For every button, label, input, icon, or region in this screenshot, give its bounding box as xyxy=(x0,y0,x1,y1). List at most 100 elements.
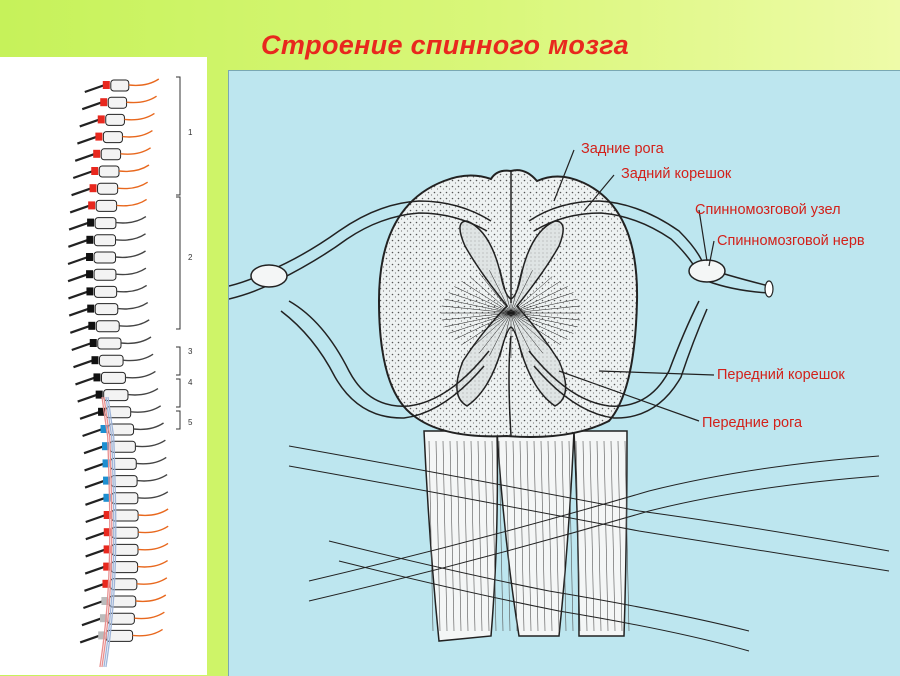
label-anterior-root: Передний корешок xyxy=(717,367,845,383)
spinous-process xyxy=(73,359,94,369)
radiating-fiber xyxy=(499,268,512,314)
spinous-process xyxy=(69,324,91,334)
cauda-equina xyxy=(101,396,113,668)
column-hatch xyxy=(596,440,602,632)
radiating-fiber xyxy=(510,312,574,334)
cord-segment xyxy=(102,579,110,588)
column-hatch xyxy=(561,440,567,632)
nerve-root xyxy=(116,284,148,293)
radiating-fiber xyxy=(448,292,512,314)
spinous-process xyxy=(67,255,89,266)
nerve-root xyxy=(126,95,157,104)
column-hatch xyxy=(519,440,525,632)
spinal-ganglion-right xyxy=(688,259,726,283)
cord-segment xyxy=(98,631,106,640)
column-hatch xyxy=(456,440,462,632)
cord-segment xyxy=(100,425,108,433)
cord-segment xyxy=(102,459,110,468)
column-hatch xyxy=(477,440,483,632)
nerve-root xyxy=(128,78,160,87)
vertebra xyxy=(98,354,124,367)
nerve-root xyxy=(115,250,146,259)
radiating-fiber xyxy=(510,312,533,356)
vertebra xyxy=(102,131,123,144)
spinous-process xyxy=(84,565,106,575)
spinous-process xyxy=(72,169,94,180)
nerve-root xyxy=(124,112,155,121)
radiating-fiber xyxy=(510,270,533,314)
nerve-root xyxy=(137,491,169,499)
cord-segment xyxy=(103,476,111,485)
nerve-root xyxy=(115,216,147,224)
nerve-roots xyxy=(229,200,770,419)
cord-segment xyxy=(87,218,95,227)
nerve-root xyxy=(117,302,149,310)
segment-marker-3: 3 xyxy=(188,347,193,356)
spinous-process xyxy=(77,393,99,403)
spinous-process xyxy=(83,599,104,610)
spinous-process xyxy=(79,118,101,128)
radiating-fiber xyxy=(510,312,523,358)
radiating-fiber xyxy=(444,298,512,314)
cord-segment xyxy=(91,167,99,175)
nerve-root xyxy=(138,525,169,534)
column-hatch xyxy=(554,440,560,632)
cord-segment xyxy=(103,562,111,571)
nerve-root xyxy=(137,560,168,568)
spinous-process xyxy=(74,152,96,162)
radiating-fiber xyxy=(510,286,568,314)
cord-segment xyxy=(99,614,107,623)
cord-segment xyxy=(91,356,99,365)
column-hatch xyxy=(582,440,588,632)
cross-section-drawing xyxy=(229,149,890,652)
label-spinal-ganglion: Спинномозговой узел xyxy=(695,202,841,218)
cord-segment xyxy=(101,597,109,605)
vertebra xyxy=(95,320,120,333)
spinous-process xyxy=(84,582,105,592)
vertebra xyxy=(93,251,117,264)
nerve-root xyxy=(120,336,152,345)
nerve-root xyxy=(135,594,167,603)
nerve-root xyxy=(133,422,164,431)
spinous-process xyxy=(68,290,89,300)
radiating-fiber xyxy=(510,312,561,346)
slide-title-text: Строение спинного мозга xyxy=(261,30,629,60)
radiating-fiber xyxy=(454,312,512,340)
white-matter-columns xyxy=(423,430,630,642)
spinous-process xyxy=(84,83,106,94)
vertebra xyxy=(100,371,126,384)
cauda-equina xyxy=(105,396,117,668)
spinous-process xyxy=(85,548,106,558)
cauda-equina xyxy=(103,396,115,668)
column-hatch xyxy=(624,440,630,632)
radiating-fiber xyxy=(461,280,512,314)
radiating-fiber xyxy=(444,312,512,328)
radiating-fiber xyxy=(510,298,578,314)
spinous-process xyxy=(79,410,101,420)
segment-bracket xyxy=(176,76,181,196)
segment-marker-1: 1 xyxy=(188,128,193,137)
nerve-root xyxy=(127,388,159,396)
lower-fiber-bundles xyxy=(288,445,890,652)
radiating-fiber xyxy=(469,276,512,314)
column-hatch xyxy=(470,440,476,632)
radiating-fiber xyxy=(461,312,512,346)
column-hatch xyxy=(442,440,448,632)
nerve-root xyxy=(135,439,166,448)
vertebra xyxy=(95,199,118,212)
spinous-process xyxy=(85,513,107,524)
nerve-root xyxy=(118,164,150,173)
segment-brackets xyxy=(176,76,181,430)
cord-segment xyxy=(103,493,111,502)
segment-bracket xyxy=(176,346,181,376)
nerve-root xyxy=(115,267,147,276)
column-hatch xyxy=(610,440,616,632)
column-hatch xyxy=(505,440,511,632)
nerve-root xyxy=(138,508,169,517)
radiating-fiber xyxy=(510,292,574,314)
spinal-cord-section xyxy=(377,169,639,438)
spinous-process xyxy=(83,445,105,455)
cord-segment xyxy=(88,201,96,210)
nerve-root xyxy=(123,353,154,362)
radiating-fiber xyxy=(469,312,512,350)
